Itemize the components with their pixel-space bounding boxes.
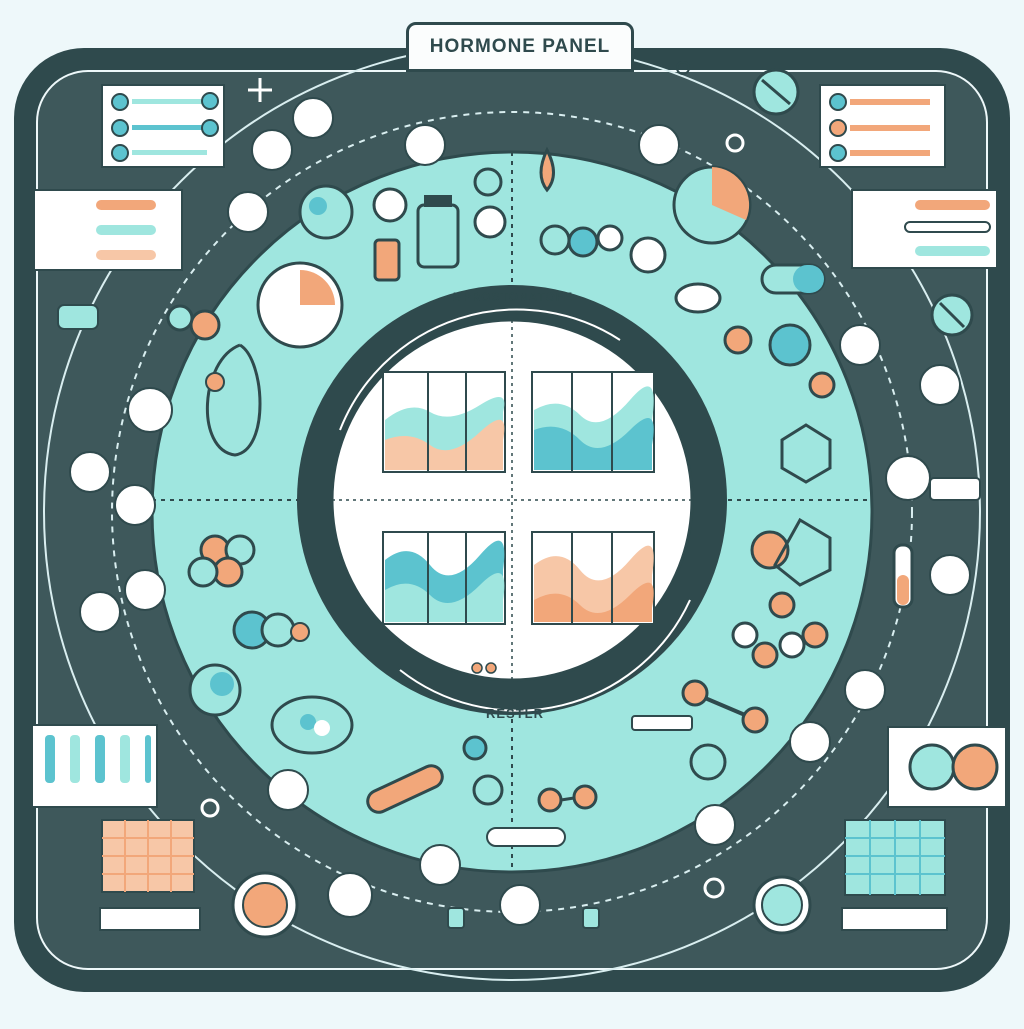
node-icon [725,133,745,153]
pill-icon [752,68,800,116]
node-icon [200,798,220,818]
pill-icon [808,371,836,399]
data-grid-left [99,819,201,931]
pill-icon [723,325,753,355]
pill-icon [372,187,408,223]
title-tab: HORMONE PANEL [406,22,634,72]
toggle-icon [57,304,99,330]
slider-panel-top-right [819,84,946,168]
pill-icon [473,205,507,239]
pill-icon [629,236,667,274]
pill-icon [205,372,225,392]
test-tube-rack-icon [31,724,158,808]
pill-icon [298,184,354,240]
pill-icon [473,167,503,197]
hormone-chart-bottom-right [531,531,655,625]
molecule-icon [539,224,624,258]
molecule-icon [537,784,598,813]
cycle-arrow-top [339,308,621,431]
slider-panel-top-left [101,84,225,168]
pill-icon [256,261,344,349]
pill-icon [768,323,812,367]
cycle-arrow-bottom [399,599,691,712]
molecule-icon [750,517,832,587]
pill-icon [689,743,727,781]
pill-icon [674,282,722,314]
level-panel-right [851,189,998,269]
specimen-dish-icon [752,875,812,935]
center-bottom-label: RESTLR [486,706,544,721]
pie-pill-icon [672,165,752,245]
pill-icon [930,293,974,337]
comparison-panel [887,726,1007,808]
pill-icon [462,735,488,761]
molecule-icon [681,679,769,734]
bottom-tag [486,827,566,847]
specimen-dish-icon [231,871,299,939]
molecule-icon [232,610,310,650]
pill-icon [472,774,504,806]
molecule-icon [166,304,221,341]
vial-icon [582,907,600,929]
capsule-icon [270,695,354,755]
node-icon [676,61,690,75]
dot-marker [471,662,483,674]
node-icon [703,877,725,899]
vial-icon [373,238,401,282]
page-title: HORMONE PANEL [429,36,611,57]
vial-icon [447,907,465,929]
plus-icon [248,78,272,102]
syringe-capsule-icon [366,764,444,814]
molecule-icon [187,534,256,588]
level-panel-left [33,189,183,271]
center-top-label: BPROSTONATOFE [452,290,574,304]
drop-icon [539,146,555,193]
label-tags [631,477,981,731]
hormone-chart-top-left [382,371,506,473]
label-bubbles [69,97,971,926]
hormone-chart-bottom-left [382,531,506,625]
pill-icon [188,663,242,717]
molecule-icon [780,423,832,484]
molecule-icon [731,591,829,669]
capsule-icon [760,263,826,295]
dot-marker [485,662,497,674]
hormone-chart-top-right [531,371,655,473]
data-grid-right [841,819,948,931]
vial-icon [416,195,460,269]
test-tube-icon [892,543,914,609]
